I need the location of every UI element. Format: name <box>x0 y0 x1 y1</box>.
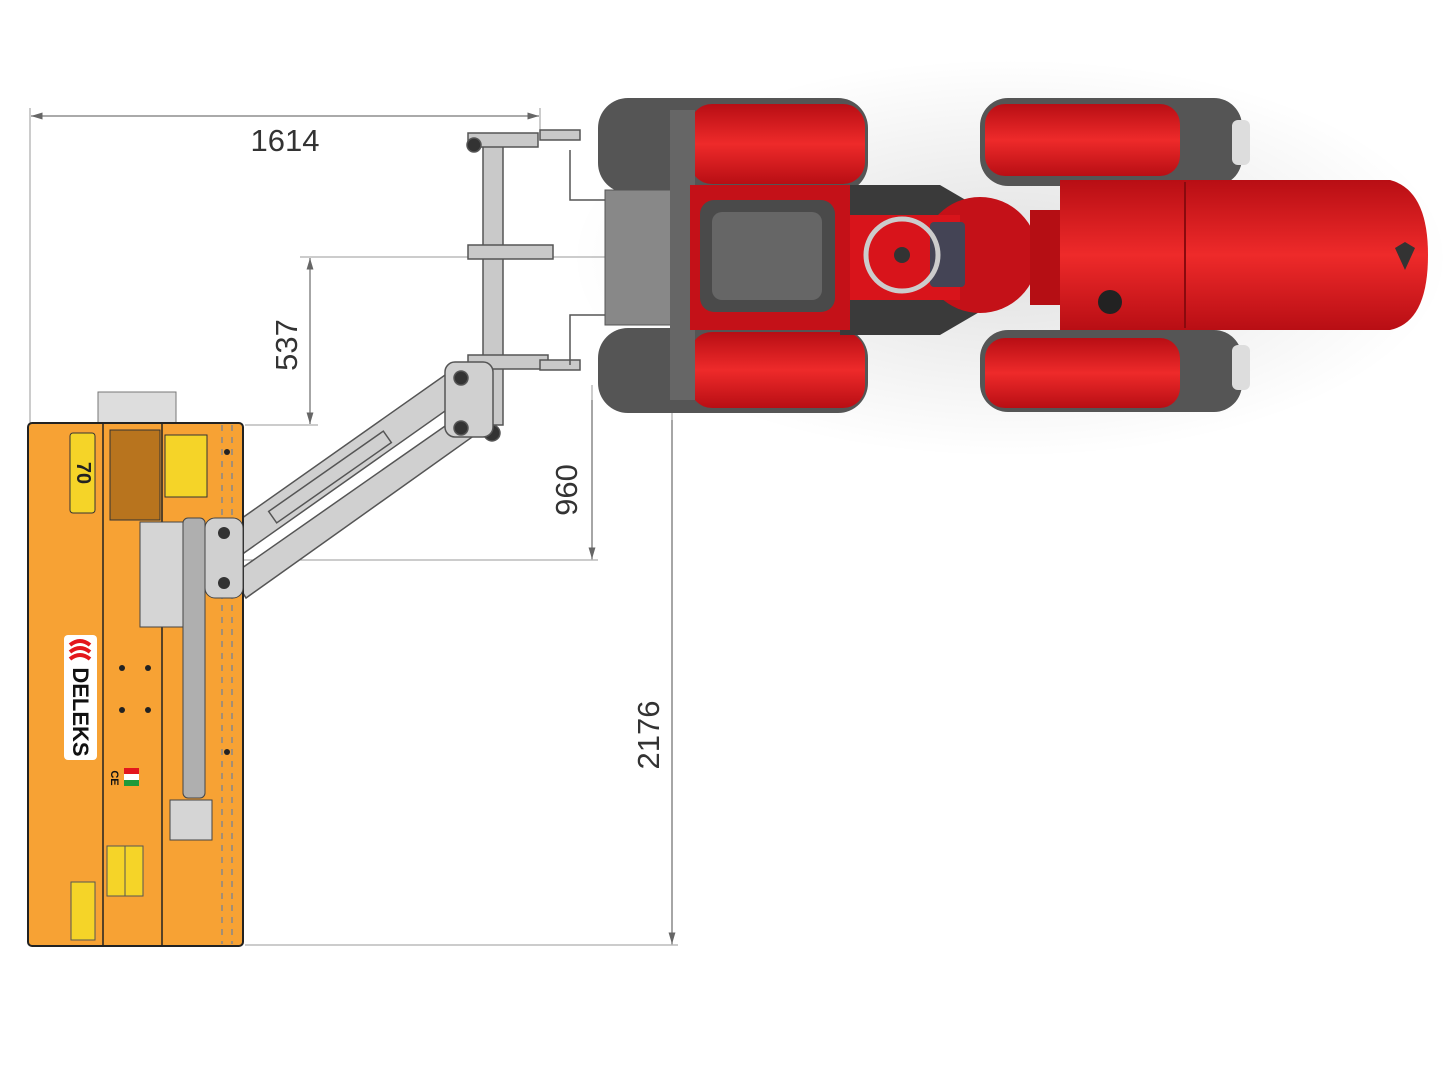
mower-arm <box>216 361 494 600</box>
dimension-label-537: 537 <box>269 319 304 371</box>
mower-gearbox-cover <box>97 391 177 428</box>
deleks-logo <box>64 635 97 760</box>
warning-sticker <box>69 432 96 514</box>
dimension-label-1614: 1614 <box>251 123 320 158</box>
dimension-label-2176: 2176 <box>631 701 666 770</box>
hitch-frame <box>466 129 605 442</box>
hood <box>1060 180 1428 330</box>
ce-mark: CE <box>108 770 120 785</box>
deleks-logo-text: DELEKS <box>68 667 93 756</box>
steering-wheel <box>863 216 941 294</box>
dimension-label-960: 960 <box>549 464 584 516</box>
dashboard <box>930 222 965 287</box>
flail-mower: 70 DELEKS CE <box>27 391 244 947</box>
italian-flag-icon <box>124 768 139 786</box>
size-label: 70 <box>72 462 94 484</box>
tractor <box>598 98 1428 413</box>
